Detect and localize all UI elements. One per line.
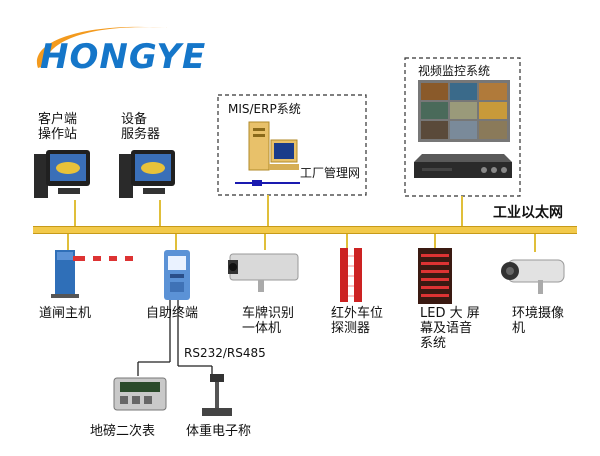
led-screen-label: LED 大 屏 幕及语音 系统 <box>420 306 480 351</box>
workshop-network-label: 工厂管理网 <box>300 166 361 180</box>
kiosk-label: 自助终端 <box>146 306 199 321</box>
weighbridge-meter-icon <box>113 377 167 411</box>
industrial-ethernet-bus <box>33 226 577 234</box>
electronic-scale-label: 体重电子称 <box>186 424 252 439</box>
led-screen-icon <box>418 248 452 304</box>
mis-computer-icon <box>248 121 299 171</box>
environment-camera-label: 环境摄像 机 <box>512 306 565 336</box>
surveillance-screens-icon <box>418 80 510 142</box>
gate-host-label: 道闸主机 <box>39 306 92 321</box>
ir-detector-label: 红外车位 探测器 <box>331 306 384 336</box>
client-pc-icon <box>34 150 90 198</box>
video-monitor-title: 视频监控系统 <box>418 64 491 78</box>
self-service-kiosk-icon <box>164 250 190 300</box>
weighbridge-meter-label: 地磅二次表 <box>90 424 156 439</box>
electronic-scale-icon <box>202 374 232 416</box>
device-server-label: 设备 服务器 <box>121 112 161 142</box>
barrier-gate-icon <box>51 250 133 298</box>
serial-interface-label: RS232/RS485 <box>184 346 266 360</box>
industrial-ethernet-label: 工业以太网 <box>493 205 563 221</box>
environment-camera-icon <box>501 259 565 294</box>
lpr-label: 车牌识别 一体机 <box>242 306 295 336</box>
dvr-recorder-icon <box>414 154 512 178</box>
license-plate-camera-icon <box>228 253 299 292</box>
server-pc-icon <box>119 150 175 198</box>
mis-erp-box <box>217 94 367 196</box>
client-station-label: 客户端 操作站 <box>38 112 78 142</box>
hongye-logo-swoosh-icon <box>36 26 169 68</box>
mis-erp-title: MIS/ERP系统 <box>228 102 301 116</box>
infrared-detector-icon <box>340 248 362 302</box>
logo-text: HONGYE <box>40 37 207 77</box>
